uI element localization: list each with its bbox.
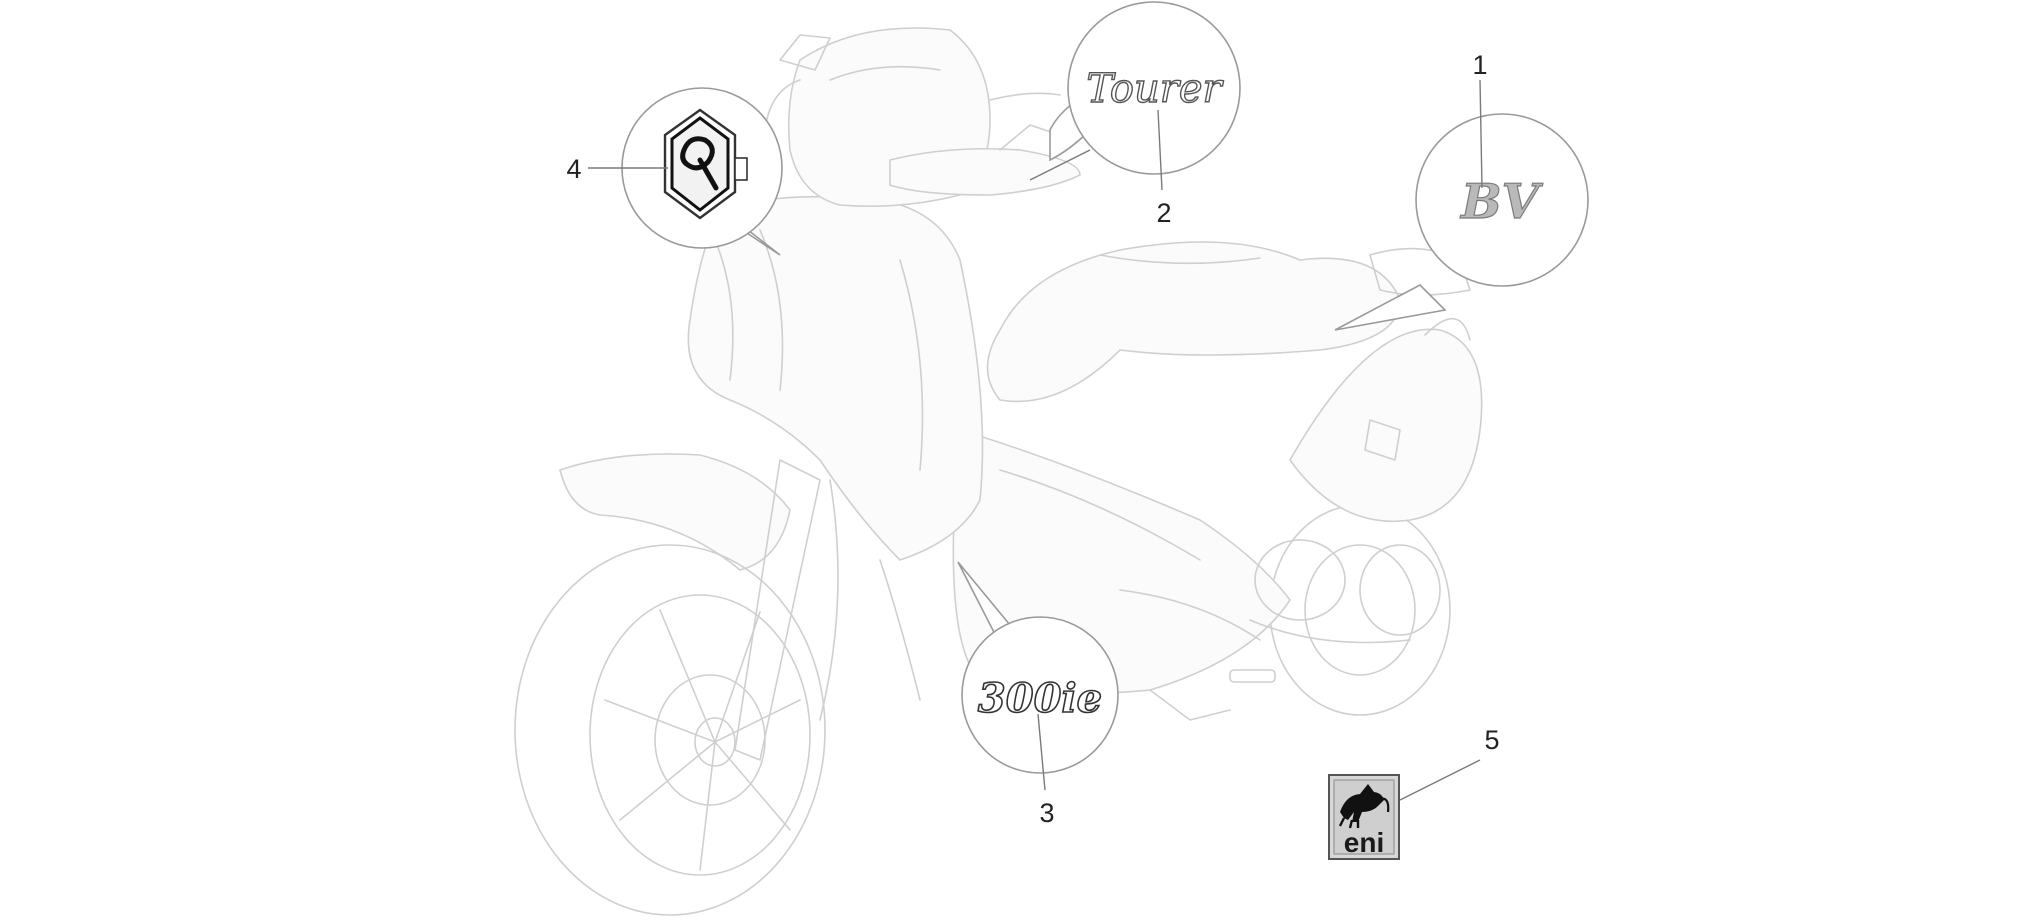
eni-sticker: 5 eni	[1328, 725, 1500, 860]
eni-six-legged-dog-icon	[1338, 784, 1390, 829]
callout-300ie: 300ie 3	[957, 561, 1119, 828]
callout-tourer: Tourer 2	[1029, 1, 1241, 228]
callout-bv: BV 1	[1334, 50, 1589, 331]
bv-emblem: BV	[1459, 174, 1544, 230]
callout-number-4: 4	[566, 154, 581, 184]
eni-wordmark: eni	[1344, 827, 1384, 858]
piaggio-shield-icon	[663, 108, 748, 220]
callout-number-3: 3	[1039, 798, 1054, 828]
callout-number-5: 5	[1484, 725, 1499, 755]
300ie-emblem: 300ie	[978, 675, 1102, 722]
callout-number-2: 2	[1156, 198, 1171, 228]
tourer-emblem: Tourer	[1086, 66, 1224, 112]
callout-number-1: 1	[1472, 50, 1487, 80]
callout-piaggio-shield: 4	[566, 87, 783, 256]
